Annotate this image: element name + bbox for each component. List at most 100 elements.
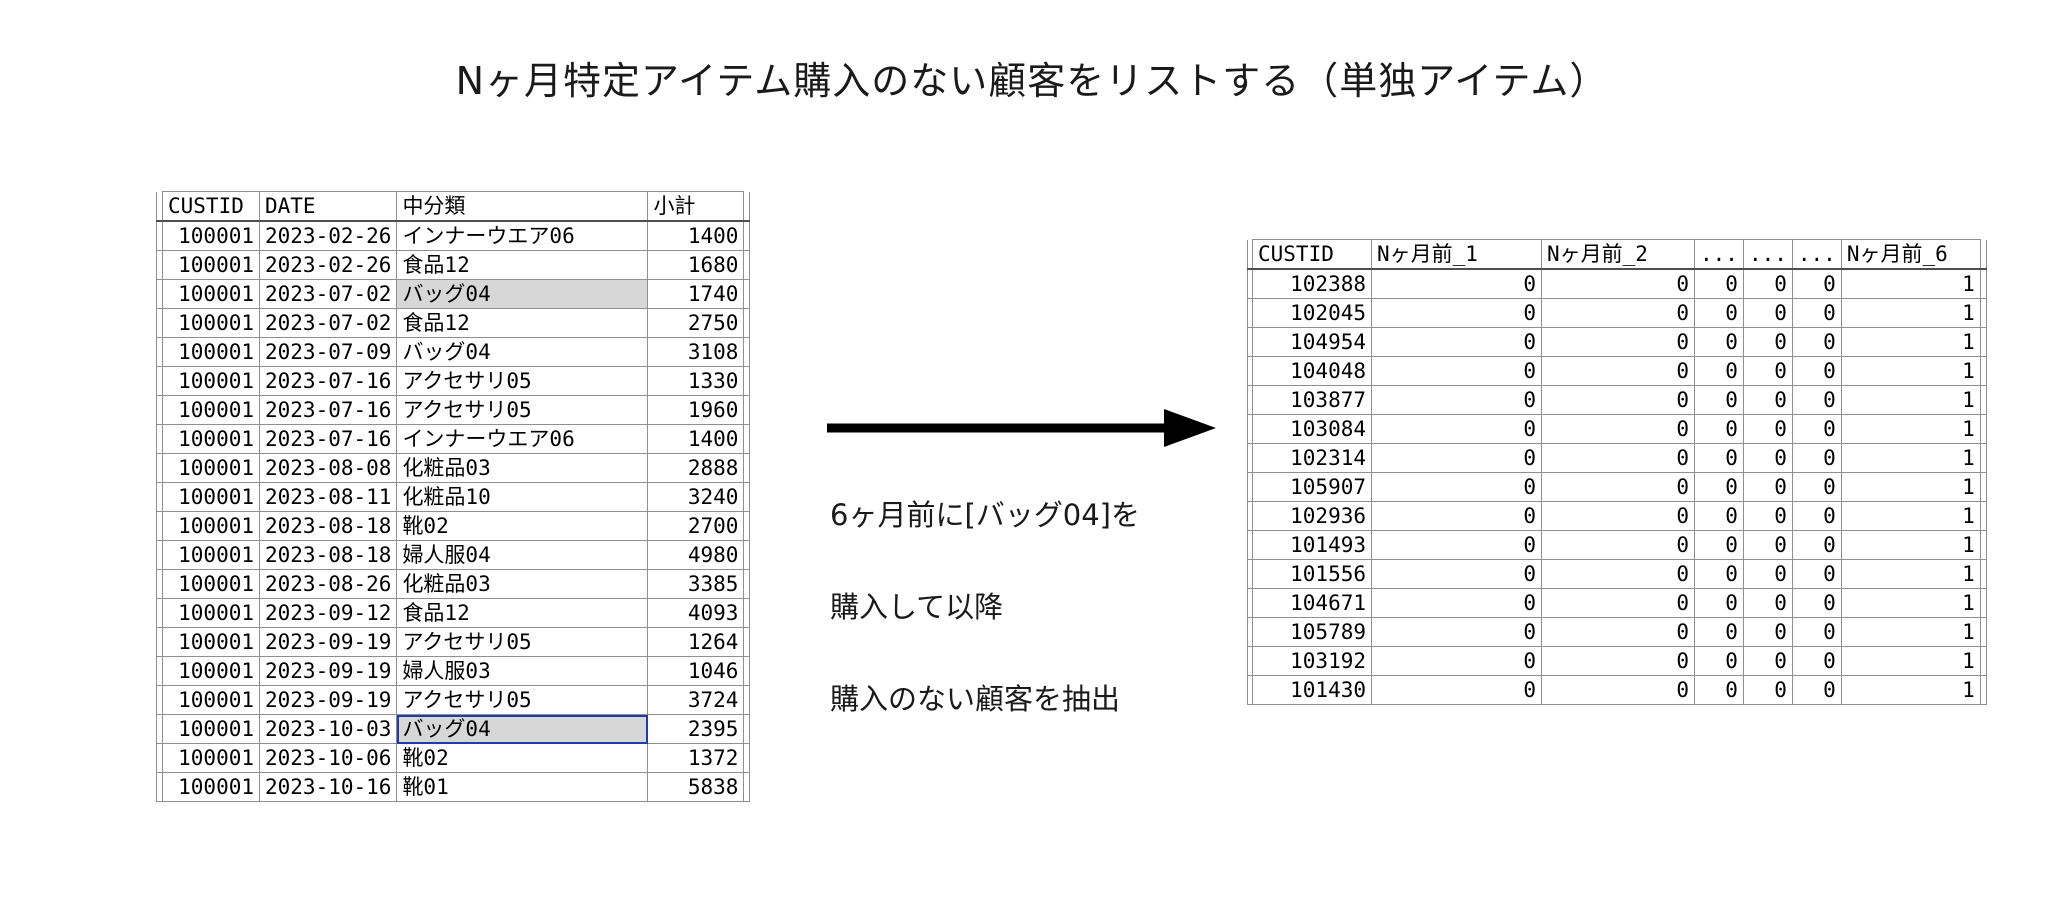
table-cell: 0	[1742, 414, 1793, 444]
table-cell: 100001	[162, 250, 260, 280]
cropped-column-stub	[743, 685, 751, 715]
table-cell: 0	[1694, 268, 1744, 299]
table-cell: 2023-09-19	[258, 627, 398, 657]
table-cell: 0	[1694, 472, 1744, 502]
table-cell: 100001	[162, 743, 260, 773]
cropped-column-stub	[1979, 356, 1987, 386]
table-cell: 0	[1742, 559, 1793, 589]
table-cell: 靴02	[396, 511, 649, 541]
table-cell: 0	[1742, 530, 1793, 560]
table-cell: 1960	[647, 395, 745, 425]
cropped-column-stub	[743, 772, 751, 802]
cropped-column-stub	[743, 656, 751, 686]
table-cell: 0	[1371, 617, 1542, 647]
table-cell: 1	[1840, 617, 1981, 647]
annotation-line-3: 購入のない顧客を抽出	[830, 682, 1121, 716]
table-cell: アクセサリ05	[396, 366, 649, 396]
table-cell: 2023-08-08	[258, 453, 398, 483]
table-cell: 100001	[162, 366, 260, 396]
cropped-column-stub	[743, 540, 751, 570]
table-cell: 0	[1371, 385, 1542, 415]
table-cell: 1740	[647, 279, 745, 309]
table-cell: アクセサリ05	[396, 685, 649, 715]
table-cell: 2023-09-19	[258, 685, 398, 715]
table-cell: 0	[1791, 617, 1842, 647]
table-cell: 0	[1371, 530, 1542, 560]
table-cell: 100001	[162, 714, 260, 744]
table-cell: 105907	[1252, 472, 1372, 502]
table-cell: 0	[1694, 356, 1744, 386]
cropped-column-stub	[743, 627, 751, 657]
table-cell: 101430	[1252, 675, 1372, 705]
table-cell: 0	[1541, 559, 1695, 589]
cropped-column-stub	[743, 308, 751, 338]
table-cell: 0	[1541, 356, 1695, 386]
table-cell: 1680	[647, 250, 745, 280]
table-cell: 1400	[647, 424, 745, 454]
table-cell: 0	[1694, 443, 1744, 473]
table-cell: 1	[1840, 675, 1981, 705]
cropped-column-stub	[743, 714, 751, 744]
table-cell: 100001	[162, 569, 260, 599]
table-cell: 1	[1840, 559, 1981, 589]
table-cell: 0	[1694, 385, 1744, 415]
table-cell: 0	[1742, 472, 1793, 502]
cropped-column-stub	[1979, 385, 1987, 415]
table-cell: 0	[1541, 501, 1695, 531]
table-cell: 食品12	[396, 308, 649, 338]
table-cell: 2023-07-02	[258, 279, 398, 309]
table-cell: アクセサリ05	[396, 627, 649, 657]
table-cell: 0	[1371, 327, 1542, 357]
table-cell: 101493	[1252, 530, 1372, 560]
table-cell: 0	[1371, 356, 1542, 386]
cropped-column-stub	[1979, 617, 1987, 647]
table-cell: 0	[1694, 646, 1744, 676]
table-cell: 1	[1840, 443, 1981, 473]
table-cell: 0	[1791, 298, 1842, 328]
cropped-column-stub	[1979, 298, 1987, 328]
column-header: DATE	[258, 191, 398, 222]
cropped-column-stub	[743, 424, 751, 454]
column-header: CUSTID	[162, 191, 260, 222]
cropped-column-stub	[743, 598, 751, 628]
table-cell: 0	[1742, 385, 1793, 415]
table-cell: 103084	[1252, 414, 1372, 444]
cropped-column-stub	[1979, 443, 1987, 473]
table-cell: 0	[1541, 414, 1695, 444]
cropped-column-stub	[1979, 472, 1987, 502]
table-cell: 0	[1791, 559, 1842, 589]
cropped-column-stub	[743, 279, 751, 309]
table-cell: 1330	[647, 366, 745, 396]
table-cell: 1	[1840, 298, 1981, 328]
column-header: CUSTID	[1252, 239, 1372, 270]
column-header: Nヶ月前_1	[1371, 239, 1542, 270]
table-cell: 0	[1791, 268, 1842, 299]
table-cell: 0	[1371, 588, 1542, 618]
table-cell: 1	[1840, 588, 1981, 618]
table-cell: 婦人服03	[396, 656, 649, 686]
table-cell: 102314	[1252, 443, 1372, 473]
table-cell: 100001	[162, 598, 260, 628]
table-cell: 3108	[647, 337, 745, 367]
cropped-column-stub	[743, 395, 751, 425]
table-cell: 0	[1371, 414, 1542, 444]
